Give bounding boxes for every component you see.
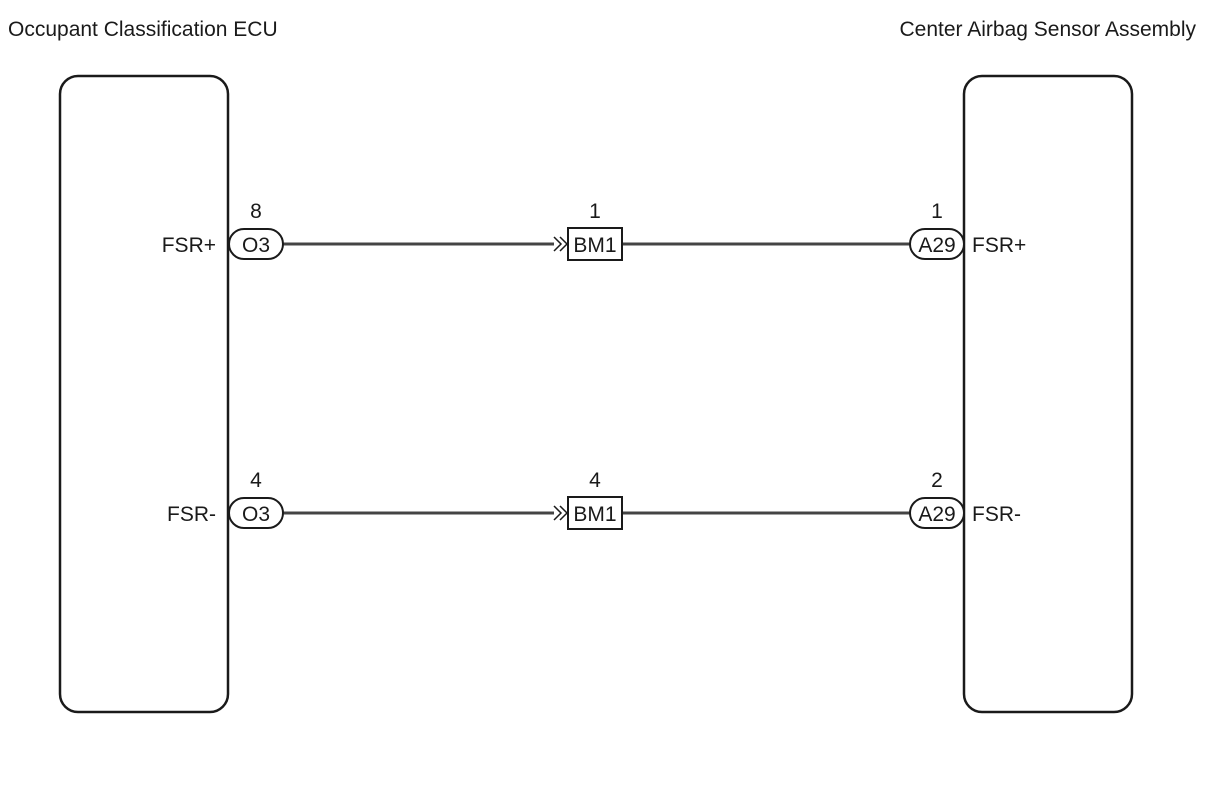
left-connector-code: O3 (242, 234, 270, 257)
left-component-title: Occupant Classification ECU (8, 18, 278, 41)
left-connector-code: O3 (242, 503, 270, 526)
right-pin-number: 2 (931, 469, 943, 492)
left-connector-oval (228, 228, 284, 260)
junction-pin-number: 4 (589, 469, 601, 492)
left-pin-number: 4 (250, 469, 262, 492)
junction-connector-box (567, 227, 623, 261)
right-component-title: Center Airbag Sensor Assembly (900, 18, 1197, 41)
junction-chevron-icon (553, 505, 569, 521)
left-pin-number: 8 (250, 200, 262, 223)
left-connector-oval (228, 497, 284, 529)
right-connector-code: A29 (918, 234, 955, 257)
right-terminal-label: FSR- (972, 503, 1021, 526)
circuit-fsr-plus: FSR+ 8 O3 1 BM1 1 A29 FSR+ (162, 200, 1026, 261)
junction-connector-code: BM1 (573, 503, 616, 526)
junction-pin-number: 1 (589, 200, 601, 223)
occupant-classification-ecu-box (58, 74, 230, 714)
right-connector-oval (909, 228, 965, 260)
center-airbag-sensor-box (962, 74, 1134, 714)
right-connector-code: A29 (918, 503, 955, 526)
left-terminal-label: FSR+ (162, 234, 216, 257)
right-terminal-label: FSR+ (972, 234, 1026, 257)
junction-connector-code: BM1 (573, 234, 616, 257)
junction-chevron-icon (553, 236, 569, 252)
right-pin-number: 1 (931, 200, 943, 223)
left-terminal-label: FSR- (167, 503, 216, 526)
circuit-fsr-minus: FSR- 4 O3 4 BM1 2 A29 FSR- (167, 469, 1021, 530)
junction-connector-box (567, 496, 623, 530)
right-connector-oval (909, 497, 965, 529)
